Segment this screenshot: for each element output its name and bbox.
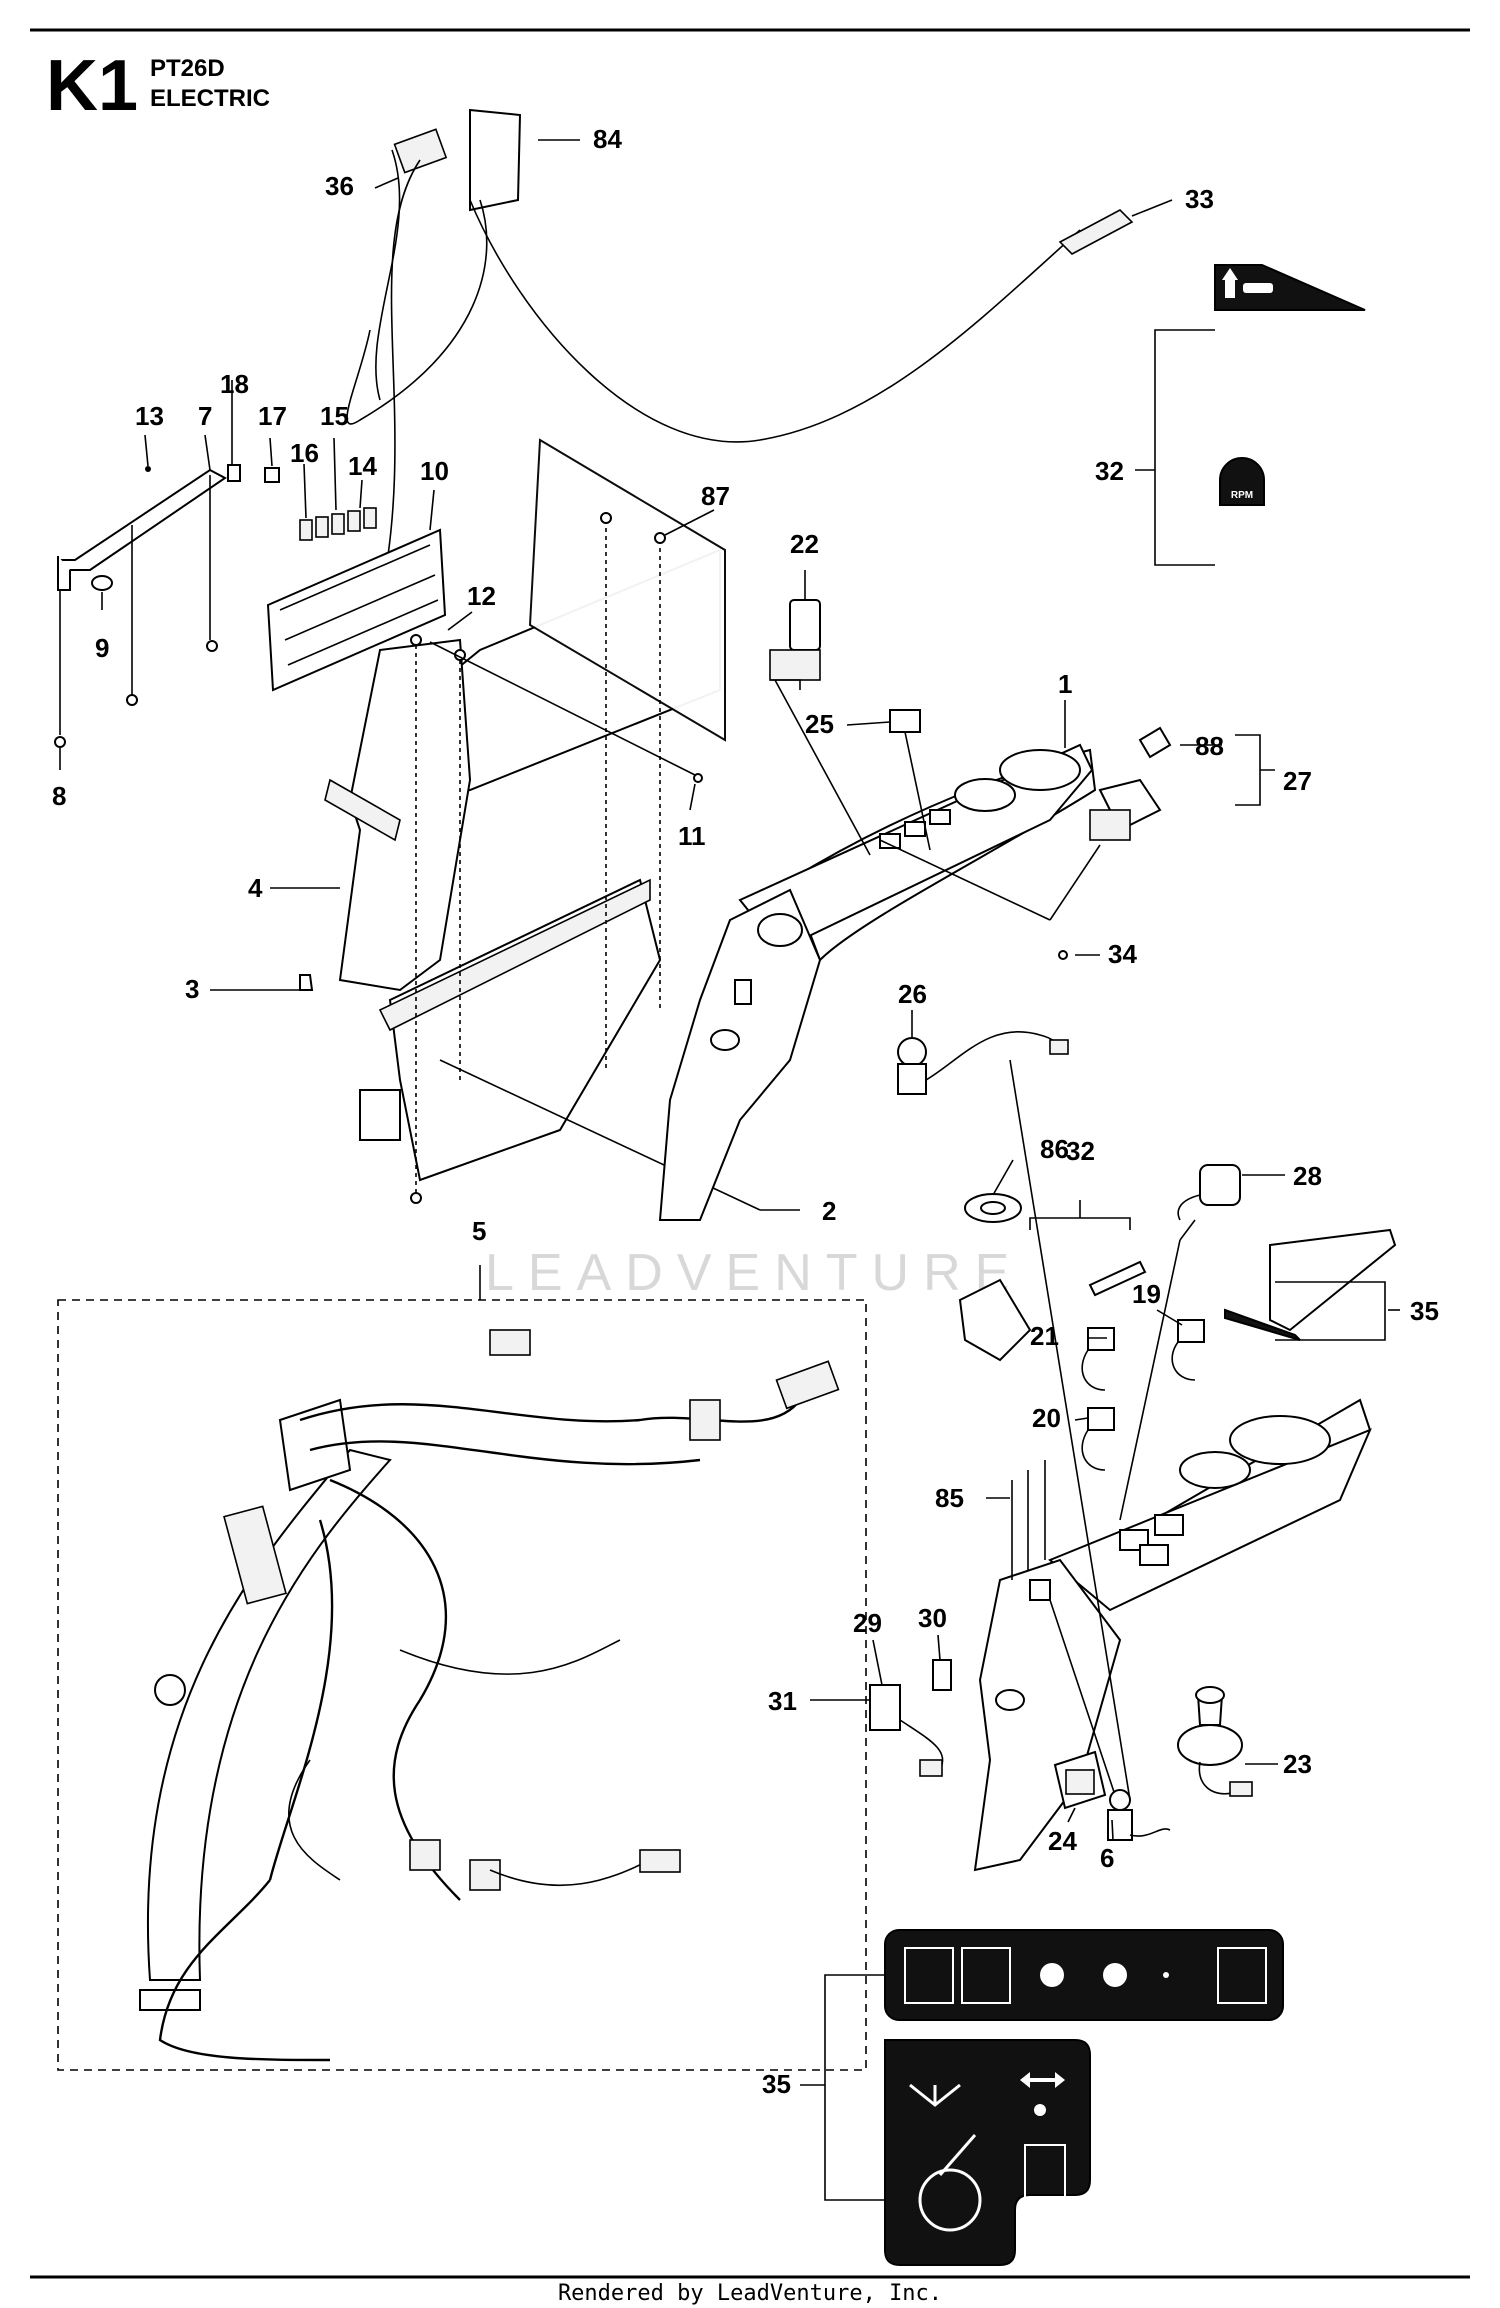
ignition-switch [879,726,1172,921]
footer-credit: Rendered by LeadVenture, Inc. [558,2281,942,2306]
svg-text:RPM: RPM [1231,490,1253,501]
callout-5: 5 [472,1216,486,1246]
bracket-32a [1154,329,1215,566]
callout-12: 12 [467,581,496,611]
callout-3: 3 [185,974,199,1004]
bracket-35b [800,1974,885,2201]
switch-28 [1119,1164,1241,1521]
callout-29: 29 [853,1608,882,1638]
callout-25: 25 [805,709,834,739]
key-switch [769,599,871,856]
harness-detail-box [57,1299,867,2071]
lever-decal [1214,264,1366,311]
watermark: LEADVENTURE [485,1244,1023,1302]
rocker-switches [1081,1319,1205,1471]
callout-32-top: 32 [1095,456,1124,486]
callout-36: 36 [325,171,354,201]
callout-13: 13 [135,401,164,431]
callout-6: 6 [1100,1843,1114,1873]
light-switch-26 [897,1030,1069,1095]
callout-88: 88 [1195,731,1224,761]
control-board [227,464,447,692]
console-housing-lower [973,1059,1372,1872]
leader-lines [59,139,1400,1841]
joystick-23 [1177,1686,1253,1797]
throttle-cable-assembly [346,108,1134,601]
callout-16: 16 [290,438,319,468]
control-decal [884,2039,1091,2266]
console-frame [299,438,761,1211]
callout-24: 24 [1048,1826,1077,1856]
callout-34: 34 [1108,939,1137,969]
rpm-decal: RPM [1219,457,1265,506]
callout-26: 26 [898,979,927,1009]
callout-11: 11 [678,821,706,851]
callout-7: 7 [198,401,212,431]
callout-86: 86 [1040,1134,1069,1164]
model-label: PT26D [150,55,225,82]
decal-strip [1224,1228,1397,1341]
callout-19: 19 [1132,1279,1161,1309]
throttle-lever-6 [1107,1789,1171,1841]
callout-8: 8 [52,781,66,811]
callout-20: 20 [1032,1403,1061,1433]
callout-1: 1 [1058,669,1072,699]
callout-35-top: 35 [1410,1296,1439,1326]
callout-10: 10 [420,456,449,486]
switch-29 [869,1659,952,1777]
callout-4: 4 [248,873,263,903]
callout-17: 17 [258,401,287,431]
callout-22: 22 [790,529,819,559]
callout-9: 9 [95,633,109,663]
callout-21: 21 [1030,1321,1059,1351]
callout-31: 31 [768,1686,797,1716]
callout-35-bottom: 35 [762,2069,791,2099]
callout-18: 18 [220,369,249,399]
wiring-harness-detail [139,1329,840,2062]
section-code: K1 [46,46,138,126]
callout-30: 30 [918,1603,947,1633]
bracket-27 [1235,734,1275,806]
indicator-decal [884,1929,1284,2021]
callout-15: 15 [320,401,349,431]
toggle-switch-25 [889,709,931,851]
callout-27: 27 [1283,766,1312,796]
callout-32-mid: 32 [1066,1136,1095,1166]
callout-14: 14 [348,451,377,481]
callout-87: 87 [701,481,730,511]
mounting-bracket [54,466,227,748]
callout-2: 2 [822,1196,836,1226]
subtitle-label: ELECTRIC [150,85,270,112]
console-housing-upper [658,743,1097,1221]
callout-84: 84 [593,124,622,154]
callout-85: 85 [935,1483,964,1513]
callout-23: 23 [1283,1749,1312,1779]
callout-28: 28 [1293,1161,1322,1191]
callout-labels: 84 36 33 18 13 7 17 15 16 14 10 87 22 32… [52,124,1439,2099]
bracket-plate [958,1278,1032,1362]
callout-33: 33 [1185,184,1214,214]
